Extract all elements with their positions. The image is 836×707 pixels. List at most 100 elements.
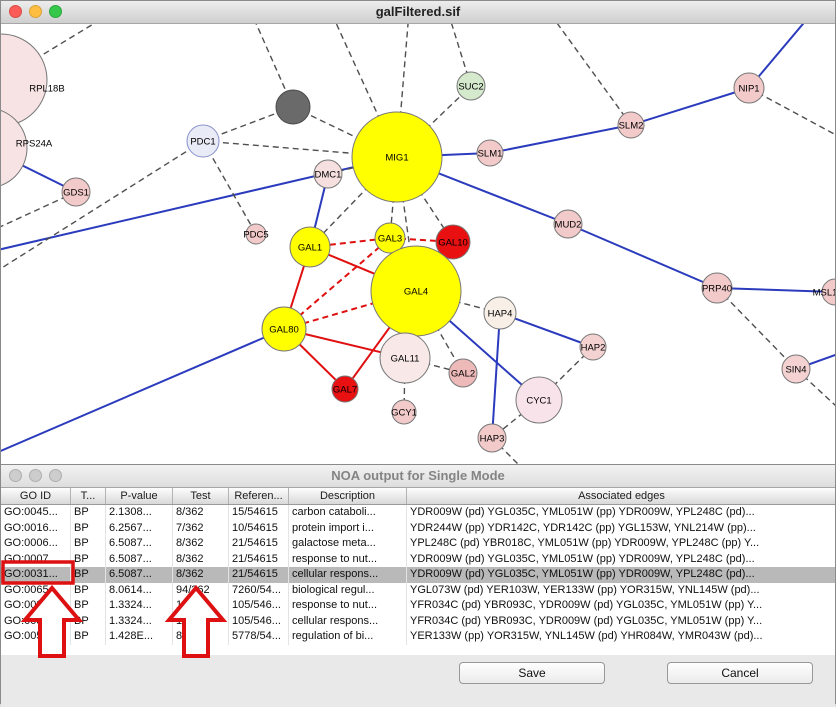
cancel-button[interactable]: Cancel: [667, 662, 813, 684]
node-mud2[interactable]: [553, 209, 583, 239]
edge-hap4-hap3[interactable]: [491, 312, 501, 439]
cell-description: response to nut...: [289, 551, 407, 567]
node-label-prp40: PRP40: [702, 284, 732, 295]
noa-window-titlebar[interactable]: NOA output for Single Mode: [1, 465, 835, 488]
cell-associated-edges: YFR034C (pd) YBR093C, YDR009W (pd) YGL03…: [407, 598, 835, 614]
node-label-slm2: SLM2: [619, 121, 644, 132]
node-rps24a[interactable]: [1, 108, 28, 188]
edge-slm1-slm2[interactable]: [489, 124, 632, 154]
node-msl1[interactable]: [821, 278, 835, 306]
column-header-go-id[interactable]: GO ID: [1, 488, 71, 504]
edge-pdc1-offscreen[interactable]: [1, 140, 204, 276]
cell-type: BP: [71, 567, 106, 583]
edge-mig1-suc2[interactable]: [396, 85, 472, 158]
cell-description: cellular respons...: [289, 613, 407, 629]
cell-go-id: GO:0031...: [1, 598, 71, 614]
minimize-button[interactable]: [29, 469, 42, 482]
edge-nip1-offscreen[interactable]: [748, 24, 813, 89]
node-label-slm1: SLM1: [478, 149, 503, 160]
zoom-button[interactable]: [49, 469, 62, 482]
node-gal10[interactable]: [435, 224, 471, 260]
edge-prp40-sin4[interactable]: [716, 287, 797, 370]
node-hap4[interactable]: [483, 296, 517, 330]
node-dark1[interactable]: [275, 89, 311, 125]
node-slm1[interactable]: [476, 139, 504, 167]
cell-reference: 10/54615: [229, 520, 289, 536]
node-gds1[interactable]: [61, 177, 91, 207]
cell-test: 8/362: [173, 505, 229, 521]
cell-go-id: GO:0065...: [1, 582, 71, 598]
node-dmc1[interactable]: [313, 159, 343, 189]
close-button[interactable]: [9, 5, 22, 18]
node-gal7[interactable]: [331, 375, 359, 403]
column-header-associated-edges[interactable]: Associated edges: [407, 488, 835, 504]
edge-gal80-offscreen[interactable]: [1, 328, 285, 456]
edge-dark1-offscreen[interactable]: [251, 24, 294, 108]
cell-go-id: GO:0031...: [1, 567, 71, 583]
edge-hap4-hap2[interactable]: [499, 312, 594, 348]
node-gal1[interactable]: [289, 226, 331, 268]
node-gal80[interactable]: [261, 306, 307, 352]
node-sin4[interactable]: [781, 354, 811, 384]
edge-prp40-msl1[interactable]: [716, 287, 835, 293]
network-canvas[interactable]: RPL18BRPS24AGDS1PDC1DMC1MIG1SUC2SLM1SLM2…: [1, 24, 835, 465]
cell-reference: 21/54615: [229, 551, 289, 567]
network-window-titlebar[interactable]: galFiltered.sif: [1, 1, 835, 24]
column-header-p-value[interactable]: P-value: [106, 488, 173, 504]
node-gcy1[interactable]: [391, 399, 417, 425]
edge-nip1-offscreen[interactable]: [748, 87, 835, 142]
cell-description: carbon cataboli...: [289, 505, 407, 521]
node-suc2[interactable]: [456, 71, 486, 101]
node-gal2[interactable]: [448, 358, 478, 388]
node-hap2[interactable]: [579, 333, 607, 361]
column-header-t[interactable]: T...: [71, 488, 106, 504]
edge-gds1-offscreen[interactable]: [1, 191, 77, 232]
cell-test: 11/362: [173, 598, 229, 614]
edge-mud2-prp40[interactable]: [567, 223, 718, 289]
dialog-footer: Save Cancel: [1, 655, 835, 707]
minimize-button[interactable]: [29, 5, 42, 18]
cell-description: galactose meta...: [289, 536, 407, 552]
column-header-test[interactable]: Test: [173, 488, 229, 504]
cell-type: BP: [71, 598, 106, 614]
node-gal11[interactable]: [379, 332, 431, 384]
column-header-referen[interactable]: Referen...: [229, 488, 289, 504]
edge-gal80-gal3[interactable]: [283, 237, 391, 330]
node-nip1[interactable]: [733, 72, 765, 104]
window-controls: [9, 5, 62, 18]
edge-slm2-nip1[interactable]: [630, 87, 750, 126]
node-prp40[interactable]: [701, 272, 733, 304]
edge-hap3-offscreen[interactable]: [491, 437, 528, 465]
network-window-title: galFiltered.sif: [375, 4, 461, 19]
cell-go-id: GO:0045...: [1, 505, 71, 521]
edge-pdc1-pdc5[interactable]: [202, 140, 257, 235]
close-button[interactable]: [9, 469, 22, 482]
edge-slm2-offscreen[interactable]: [549, 24, 632, 126]
cell-associated-edges: YDR244W (pp) YDR142C, YDR142C (pp) YGL15…: [407, 521, 835, 537]
node-rpl18b[interactable]: [1, 33, 48, 127]
node-slm2[interactable]: [617, 111, 645, 139]
edge-mig1-offscreen[interactable]: [331, 24, 398, 158]
column-header-description[interactable]: Description: [289, 488, 407, 504]
zoom-button[interactable]: [49, 5, 62, 18]
node-mig1[interactable]: [351, 111, 443, 203]
save-button[interactable]: Save: [459, 662, 605, 684]
cell-p-value: 1.428E...: [106, 629, 173, 645]
node-gal3[interactable]: [374, 222, 406, 254]
cell-description: protein import i...: [289, 520, 407, 536]
node-pdc5[interactable]: [245, 223, 267, 245]
node-hap3[interactable]: [477, 423, 507, 453]
node-cyc1[interactable]: [515, 376, 563, 424]
node-pdc1[interactable]: [186, 124, 220, 158]
cell-go-id: GO:0031...: [1, 613, 71, 629]
